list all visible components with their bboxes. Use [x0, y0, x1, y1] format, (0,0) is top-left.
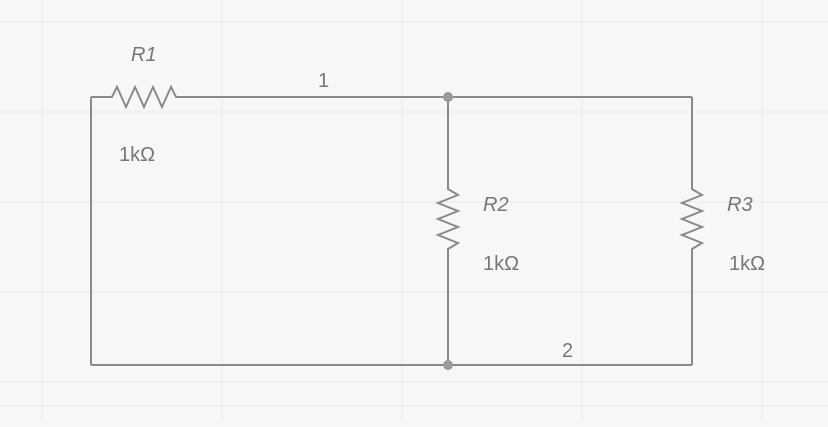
junction-dot-top [443, 92, 453, 102]
node-2-label: 2 [562, 340, 573, 362]
resistor-r2-symbol [435, 183, 461, 255]
r2-name-label: R2 [483, 194, 509, 216]
r2-value-label: 1kΩ [483, 253, 519, 275]
r3-name-label: R3 [727, 194, 753, 216]
resistor-r3-symbol [679, 183, 705, 255]
resistor-r1-symbol [91, 84, 203, 110]
r1-value-label: 1kΩ [119, 144, 155, 166]
r1-name-label: R1 [131, 44, 157, 66]
r3-value-label: 1kΩ [729, 253, 765, 275]
junction-dot-bottom [443, 360, 453, 370]
wires [90, 96, 693, 366]
node-1-label: 1 [318, 70, 329, 92]
